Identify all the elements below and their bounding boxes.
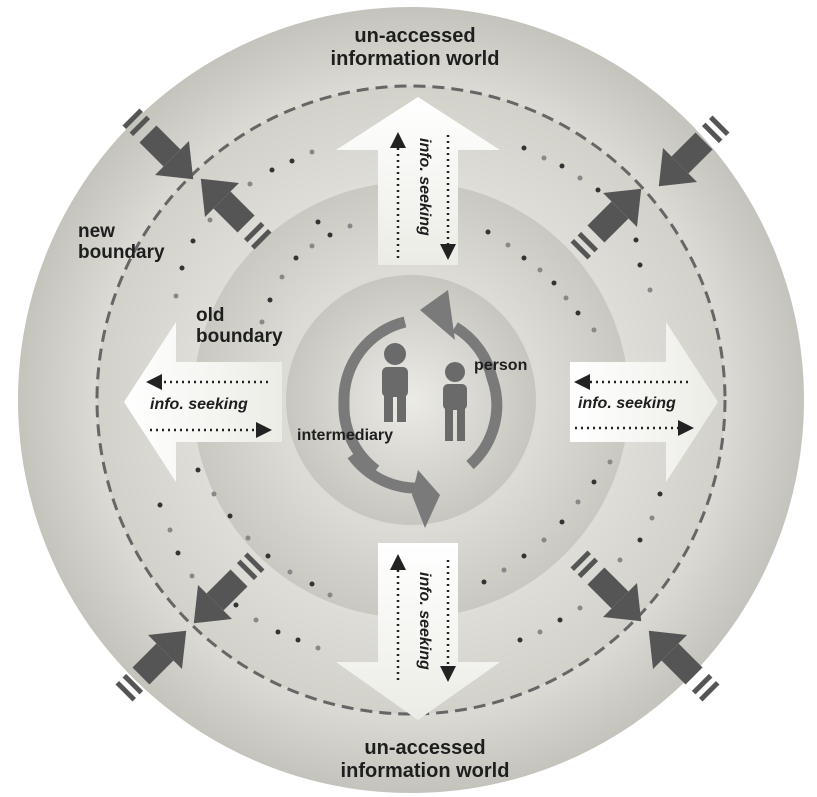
new-boundary-line2: boundary xyxy=(78,242,165,263)
arrow-down-out xyxy=(336,543,500,720)
diag-arrow-tl-outer xyxy=(122,108,194,180)
bottom-world-label: un-accessed information world xyxy=(340,738,510,781)
top-world-line2: information world xyxy=(330,48,500,70)
old-boundary-line2: boundary xyxy=(196,326,283,347)
arrow-right-out xyxy=(570,322,718,482)
diag-arrow-tr-inner xyxy=(570,188,642,260)
intermediary-figure xyxy=(382,343,408,422)
old-boundary-line1: old xyxy=(196,305,225,326)
diag-arrow-bl-inner xyxy=(193,552,265,624)
seeking-left-label: info. seeking xyxy=(150,396,248,413)
bottom-world-line2: information world xyxy=(340,760,510,782)
interaction-cycle-arrows xyxy=(338,316,503,494)
cycle-arrowhead-top xyxy=(420,290,455,340)
person-label: person xyxy=(474,357,528,374)
seeking-top-label: info. seeking xyxy=(416,138,433,236)
top-world-label: un-accessed information world xyxy=(330,26,500,69)
bottom-world-line1: un-accessed xyxy=(364,737,486,759)
diag-arrow-tr-outer xyxy=(658,115,730,187)
new-boundary-line1: new xyxy=(78,221,115,242)
old-boundary-label: old boundary xyxy=(196,306,283,346)
diag-arrow-bl-outer xyxy=(115,630,187,702)
cycle-arrowhead-bottom xyxy=(412,470,440,528)
arrow-up-out xyxy=(336,97,500,265)
top-world-line1: un-accessed xyxy=(354,25,476,47)
seeking-right-label: info. seeking xyxy=(578,395,676,412)
diag-arrow-br-outer xyxy=(648,630,720,702)
seeking-bottom-label: info. seeking xyxy=(416,572,433,670)
diag-arrow-br-inner xyxy=(570,550,642,622)
arrow-left-out xyxy=(124,322,282,482)
intermediary-label: intermediary xyxy=(297,427,394,444)
diag-arrow-tl-inner xyxy=(200,178,272,250)
person-figure xyxy=(443,362,467,441)
new-boundary-label: new boundary xyxy=(78,222,165,262)
boundary-dots xyxy=(157,145,663,651)
